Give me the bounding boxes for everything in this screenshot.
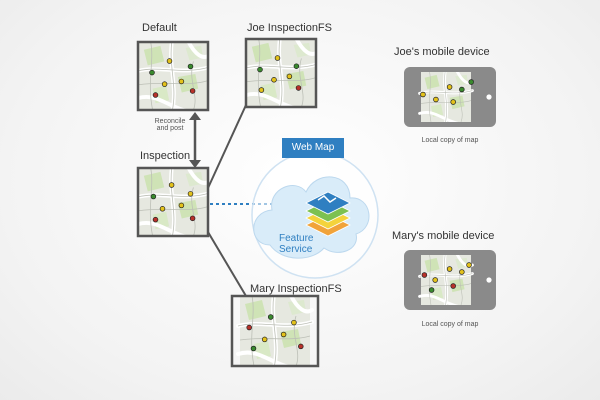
map-marker xyxy=(450,99,456,105)
map-marker xyxy=(189,215,196,222)
map-marker xyxy=(149,69,155,76)
feature-layers-icon xyxy=(305,191,351,237)
reconcile-line2: and post xyxy=(156,125,184,132)
default-version-map xyxy=(136,40,210,112)
map-marker xyxy=(446,84,453,90)
layer-blue xyxy=(305,191,351,215)
map-marker xyxy=(298,343,304,350)
map-marker xyxy=(246,324,252,331)
map-marker xyxy=(271,77,277,83)
map-marker xyxy=(261,336,268,343)
feature-service-line2: Service xyxy=(279,244,313,255)
web-map-badge: Web Map xyxy=(282,138,344,158)
reconcile-line1: Reconcile xyxy=(154,118,186,125)
map-marker xyxy=(432,277,438,283)
layer-glyph xyxy=(317,195,337,203)
map-marker xyxy=(166,58,173,64)
mary-fs-version-label: Mary InspectionFS xyxy=(250,283,342,295)
map-marker xyxy=(189,88,196,94)
map-marker xyxy=(152,216,159,223)
map-frame xyxy=(136,166,210,238)
map-marker xyxy=(421,272,428,278)
tablet-screen xyxy=(420,71,473,124)
map-marker xyxy=(286,73,293,80)
reconcile-arrow-up xyxy=(189,112,201,120)
map-marker xyxy=(267,314,274,320)
map-marker xyxy=(152,92,159,98)
map-marker xyxy=(159,206,166,212)
map-marker xyxy=(420,91,426,98)
mary-device-caption: Local copy of map xyxy=(421,321,479,328)
map-thumbnail xyxy=(138,42,208,110)
map-marker xyxy=(291,319,297,326)
map-marker xyxy=(428,287,435,293)
inspection-version-label: Inspection xyxy=(140,150,191,162)
map-thumbnail xyxy=(238,294,312,368)
feature-service-cloud xyxy=(251,151,379,279)
connector-lines xyxy=(189,104,272,297)
map-marker xyxy=(178,202,185,209)
joe-device-caption: Local copy of map xyxy=(421,137,479,144)
map-marker xyxy=(168,182,175,188)
map-marker xyxy=(187,191,194,197)
tablet-home-button xyxy=(486,277,492,283)
map-marker xyxy=(250,345,257,352)
map-thumbnail xyxy=(138,168,208,236)
reconcile-arrow-down xyxy=(189,160,201,168)
map-marker xyxy=(446,266,453,272)
map-thumbnail xyxy=(246,39,316,107)
map-marker xyxy=(295,85,302,91)
map-marker xyxy=(459,86,465,93)
map-marker xyxy=(280,331,287,338)
joe-fs-version-map xyxy=(244,37,318,109)
map-marker xyxy=(459,269,465,275)
map-marker xyxy=(433,96,439,103)
map-marker xyxy=(257,66,263,73)
joe-device-title: Joe's mobile device xyxy=(394,46,490,58)
map-marker xyxy=(150,193,157,200)
joe-mobile-device xyxy=(404,67,496,127)
default-version-label: Default xyxy=(142,22,177,34)
connector-mary xyxy=(207,231,247,297)
reconcile-post-label: Reconcile and post xyxy=(148,118,192,132)
map-marker xyxy=(466,262,472,268)
feature-service-label: Feature Service xyxy=(279,233,313,255)
map-marker xyxy=(258,87,265,93)
inspection-version-map xyxy=(136,166,210,238)
map-marker xyxy=(187,63,194,70)
connector-joe xyxy=(207,104,247,189)
tablet-screen xyxy=(420,254,473,307)
map-marker xyxy=(178,78,185,85)
map-marker xyxy=(274,55,281,61)
tablet-home-button xyxy=(486,94,492,100)
map-frame xyxy=(230,294,320,368)
map-marker xyxy=(293,63,300,69)
map-marker xyxy=(161,81,168,87)
map-frame xyxy=(136,40,210,112)
map-marker xyxy=(450,283,456,289)
feature-service-line1: Feature xyxy=(279,233,314,244)
mary-device-title: Mary's mobile device xyxy=(392,230,495,242)
map-marker xyxy=(468,79,474,85)
mary-fs-version-map xyxy=(230,294,320,368)
joe-fs-version-label: Joe InspectionFS xyxy=(247,22,332,34)
map-frame xyxy=(244,37,318,109)
mary-mobile-device xyxy=(404,250,496,310)
